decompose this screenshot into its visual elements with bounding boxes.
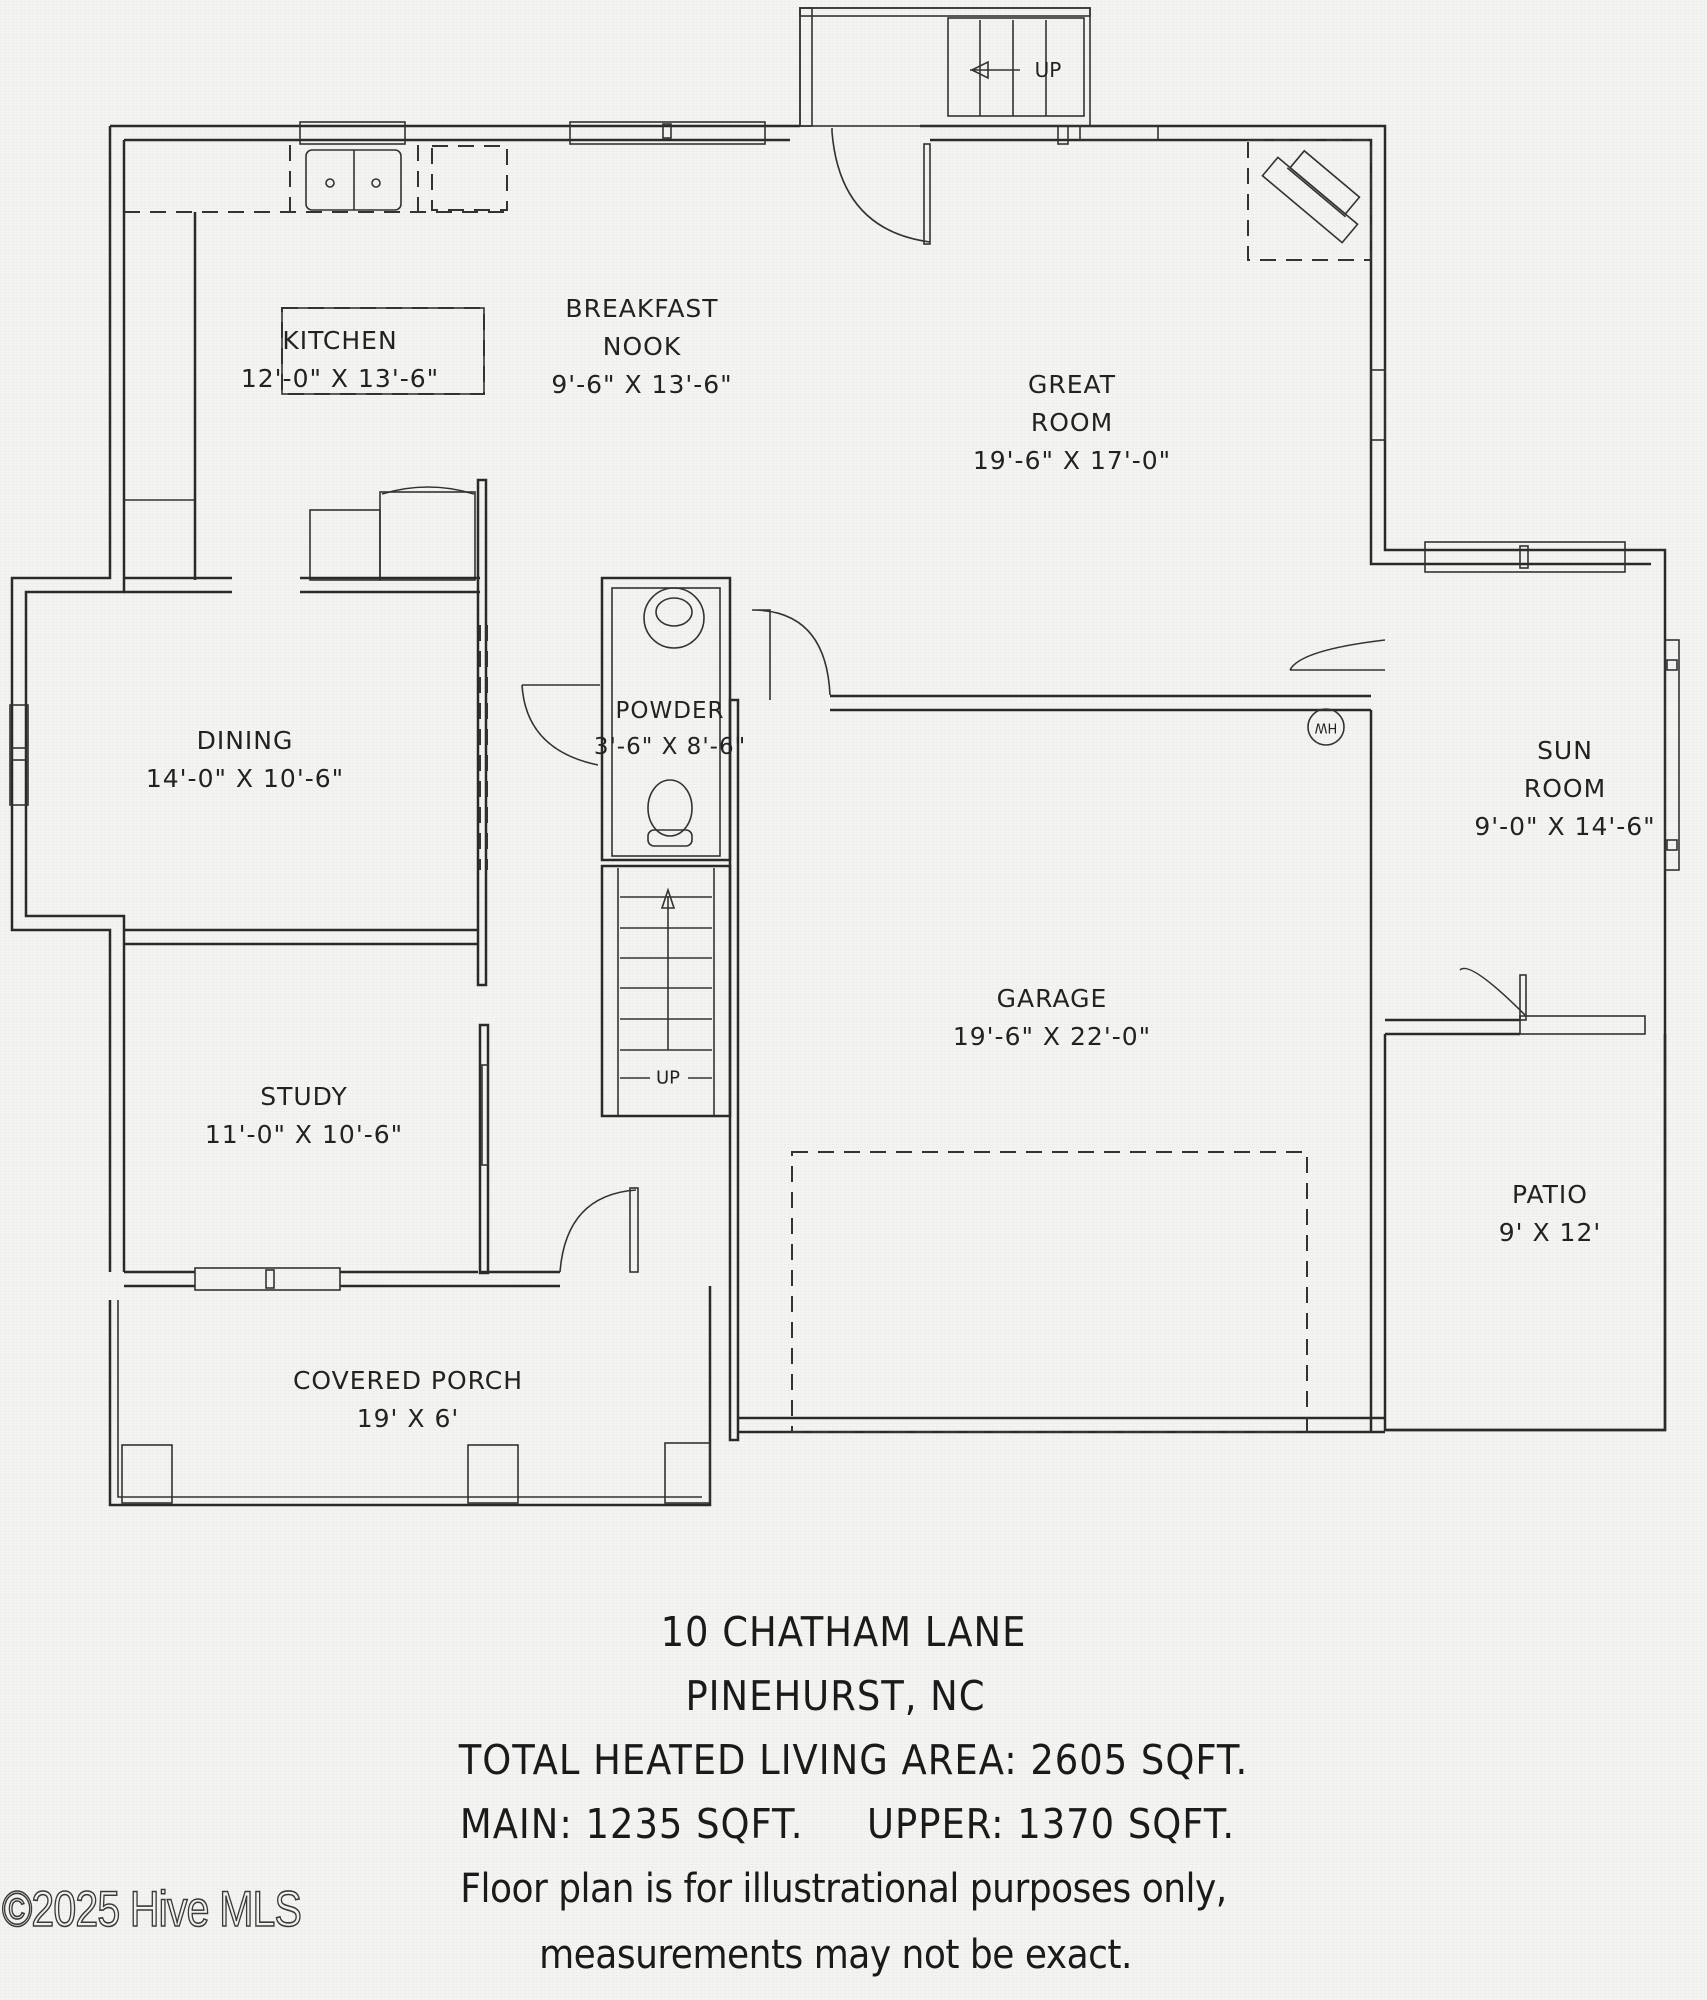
mls-watermark: ©2025 Hive MLS [1,1880,302,1938]
city-line: PINEHURST, NC [685,1672,986,1720]
room-dining: DINING 14'-0" X 10'-6" [146,722,344,798]
room-patio-dims: 9' X 12' [1498,1218,1602,1247]
room-sun-room-name-1: SUN [1537,736,1593,765]
room-kitchen: KITCHEN 12'-0" X 13'-6" [241,322,439,398]
room-kitchen-name: KITCHEN [282,326,398,355]
room-garage-dims: 19'-6" X 22'-0" [952,1022,1152,1051]
disclaimer-line-1: Floor plan is for illustrational purpose… [460,1866,1227,1912]
study-walls [124,1023,639,1291]
room-dining-dims: 14'-0" X 10'-6" [145,764,345,793]
garage-walls [728,694,1385,1442]
main-stair-up-label: UP [655,1067,681,1089]
total-area-line: TOTAL HEATED LIVING AREA: 2605 SQFT. [458,1736,1249,1784]
room-patio-name: PATIO [1512,1180,1588,1209]
room-dining-name: DINING [196,726,294,755]
main-upper-area-line: MAIN: 1235 SQFT. UPPER: 1370 SQFT. [459,1800,1236,1848]
room-kitchen-dims: 12'-0" X 13'-6" [240,364,440,393]
room-breakfast-nook-name-1: BREAKFAST [565,294,719,323]
address-line: 10 CHATHAM LANE [660,1608,1027,1656]
disclaimer-line-2: measurements may not be exact. [539,1932,1132,1978]
room-sun-room-dims: 9'-0" X 14'-6" [1474,812,1656,841]
room-garage: GARAGE 19'-6" X 22'-0" [953,980,1151,1056]
room-powder-name: POWDER [615,698,725,724]
room-breakfast-nook-dims: 9'-6" X 13'-6" [551,370,733,399]
room-covered-porch-name: COVERED PORCH [292,1366,524,1395]
main-stair [600,864,732,1118]
room-great-room: GREAT ROOM 19'-6" X 17'-0" [973,366,1171,480]
sun-room-walls [1289,541,1680,1036]
room-great-room-name-2: ROOM [1030,408,1114,437]
room-study-dims: 11'-0" X 10'-6" [204,1120,404,1149]
room-sun-room-name-2: ROOM [1523,774,1607,803]
covered-porch-outline [108,1286,712,1507]
kitchen-counters [124,145,512,581]
water-heater-label: WH [1314,719,1338,735]
room-covered-porch-dims: 19' X 6' [356,1404,460,1433]
rear-stair-up-label: UP [1034,58,1062,82]
room-patio: PATIO 9' X 12' [1499,1176,1601,1252]
floor-plan-drawing [9,7,1680,1507]
back-door [831,128,931,245]
room-powder-dims: 3'-6" X 8'-6" [593,734,747,760]
room-breakfast-nook: BREAKFAST NOOK 9'-6" X 13'-6" [551,290,732,404]
dining-walls [9,478,488,987]
room-breakfast-nook-name-2: NOOK [602,332,682,361]
room-great-room-dims: 19'-6" X 17'-0" [972,446,1172,475]
top-windows [299,121,1159,145]
room-sun-room: SUN ROOM 9'-0" X 14'-6" [1474,732,1655,846]
room-great-room-name-1: GREAT [1028,370,1116,399]
patio-outline [1383,1034,1667,1432]
room-garage-name: GARAGE [996,984,1108,1013]
room-powder: POWDER 3'-6" X 8'-6" [594,693,746,765]
room-study: STUDY 11'-0" X 10'-6" [205,1078,403,1154]
fireplace [1247,139,1386,441]
room-study-name: STUDY [260,1082,348,1111]
plan-summary: 10 CHATHAM LANE PINEHURST, NC TOTAL HEAT… [0,1600,1707,1988]
room-covered-porch: COVERED PORCH 19' X 6' [293,1362,523,1438]
rear-stair [799,7,1091,145]
